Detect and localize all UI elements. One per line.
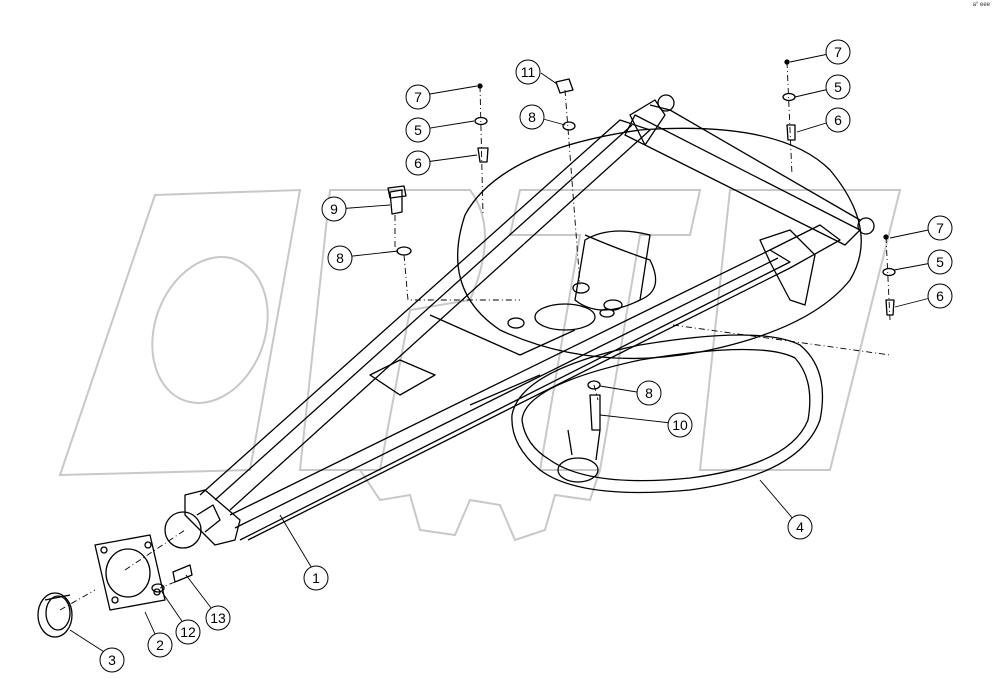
ring-part — [511, 334, 824, 494]
callout-circle — [825, 74, 851, 100]
callout-circle — [667, 412, 693, 438]
bolt-6a — [477, 147, 489, 163]
callout-label: 7 — [414, 89, 422, 105]
callout-c4: 4 — [787, 514, 813, 540]
callout-label: 8 — [645, 385, 653, 401]
callout-c7a: 7 — [405, 84, 431, 110]
callout-circle — [825, 39, 851, 65]
callout-label: 12 — [180, 624, 196, 640]
callout-label: 6 — [834, 112, 842, 128]
callout-label: 1 — [312, 570, 320, 586]
callout-label: 11 — [521, 64, 536, 80]
corner-mark: a° eee — [972, 2, 990, 8]
flange-part — [94, 534, 166, 611]
callout-c5a: 5 — [405, 117, 431, 143]
callout-circle — [927, 249, 953, 275]
bolt-13 — [172, 564, 193, 583]
bolt-10 — [589, 394, 601, 431]
callout-c7c: 7 — [927, 215, 953, 241]
callout-label: 4 — [796, 519, 804, 535]
callout-c5b: 5 — [825, 74, 851, 100]
bolt-6c — [885, 299, 895, 316]
front-pivot-ball — [164, 511, 202, 549]
callout-label: 2 — [156, 637, 164, 653]
callout-c5c: 5 — [927, 249, 953, 275]
washer-8b — [562, 121, 576, 131]
callout-label: 5 — [834, 79, 842, 95]
parts-linework — [37, 59, 896, 638]
assembly-lines — [59, 61, 891, 611]
callout-label: 7 — [936, 220, 944, 236]
callout-c7b: 7 — [825, 39, 851, 65]
callout-c1: 1 — [303, 565, 329, 591]
callout-circle — [825, 107, 851, 133]
callout-c6a: 6 — [405, 150, 431, 176]
callout-circle — [405, 117, 431, 143]
bushing-part — [37, 592, 73, 638]
washer-8c — [587, 380, 601, 390]
callout-c9: 9 — [321, 196, 347, 222]
callout-label: 3 — [108, 652, 116, 668]
bolt-9 — [389, 189, 403, 215]
callout-circle — [405, 84, 431, 110]
callout-label: 5 — [936, 254, 944, 270]
washer-12 — [151, 583, 165, 593]
callout-circle — [303, 565, 329, 591]
front-end-plate — [184, 489, 241, 546]
callout-c8b: 8 — [327, 245, 353, 271]
disc-plate — [457, 127, 862, 360]
callout-circle — [787, 514, 813, 540]
callout-label: 7 — [834, 44, 842, 60]
callout-c2: 2 — [147, 632, 173, 658]
bolt-6b — [786, 124, 796, 141]
frame-cross-member — [624, 114, 861, 246]
callout-circle — [927, 215, 953, 241]
callout-circle — [519, 104, 545, 130]
callout-circle — [927, 283, 953, 309]
callout-c6c: 6 — [927, 283, 953, 309]
nut-11 — [555, 78, 574, 94]
callout-circle — [99, 647, 125, 673]
callout-circle — [205, 605, 231, 631]
callout-circle — [636, 380, 662, 406]
callout-circle — [405, 150, 431, 176]
callout-label: 8 — [528, 109, 536, 125]
frame-right-beam — [229, 249, 791, 541]
callout-circle — [515, 59, 541, 85]
callout-c10: 10 — [667, 412, 693, 438]
callout-c13: 13 — [205, 605, 231, 631]
callout-circle — [175, 619, 201, 645]
callout-c3: 3 — [99, 647, 125, 673]
callout-circle — [321, 196, 347, 222]
callout-circle — [147, 632, 173, 658]
callout-label: 6 — [414, 155, 422, 171]
callout-c12: 12 — [175, 619, 201, 645]
callout-label: 9 — [330, 201, 338, 217]
callout-label: 8 — [336, 250, 344, 266]
callout-c8a: 8 — [519, 104, 545, 130]
callout-label: 13 — [210, 610, 226, 626]
callout-circle — [327, 245, 353, 271]
callout-c11: 11 — [515, 59, 541, 85]
callout-c6b: 6 — [825, 107, 851, 133]
callout-label: 5 — [414, 122, 422, 138]
callout-label: 10 — [672, 417, 688, 433]
callout-label: 6 — [936, 288, 944, 304]
callout-c8c: 8 — [636, 380, 662, 406]
